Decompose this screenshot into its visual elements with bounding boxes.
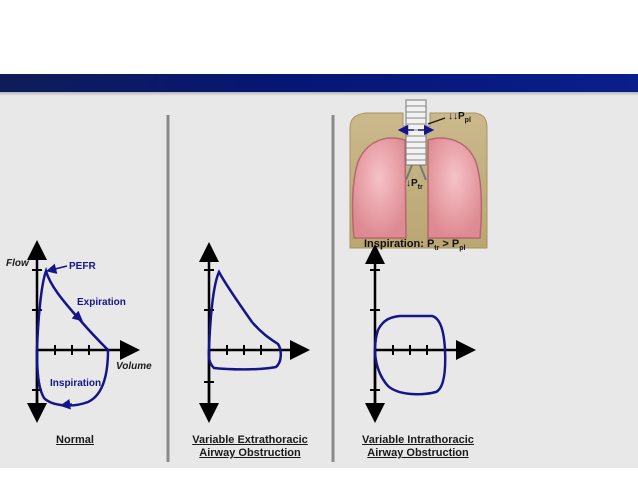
normal-graph xyxy=(27,240,140,423)
pleural-pressure-label: ↓↓Ppl xyxy=(448,111,471,124)
tracheal-pressure-sub: tr xyxy=(417,184,423,191)
pleural-pressure-sub: pl xyxy=(464,117,471,124)
trachea-illustration xyxy=(405,99,427,166)
inspiration-caption-sub2: pl xyxy=(459,245,466,253)
normal-ticks xyxy=(32,269,90,391)
ppl-pointer xyxy=(427,117,446,125)
inspiration-caption-prefix: Inspiration: P xyxy=(364,238,435,250)
pefr-label: PEFR xyxy=(69,261,96,272)
inspiration-label: Inspiration xyxy=(50,378,102,389)
tracheal-pressure-label: ↓Ptr xyxy=(406,178,423,191)
trachea-rings xyxy=(406,105,426,161)
right-lung xyxy=(427,137,483,239)
volume-label: Volume xyxy=(116,361,152,372)
caption-intrathoracic-line1: Variable Intrathoracic xyxy=(362,434,474,446)
bottom-strip xyxy=(0,468,638,478)
intrathoracic-graph xyxy=(365,244,476,423)
content-panel xyxy=(0,96,638,468)
banner-shadow xyxy=(0,92,638,96)
pleural-pressure-prefix: ↓↓P xyxy=(448,111,465,122)
pefr-arrow-icon xyxy=(45,263,68,274)
inspiration-caption-sub1: tr xyxy=(434,245,440,253)
expiration-arrow-icon xyxy=(71,310,83,322)
caption-extrathoracic-line2: Airway Obstruction xyxy=(199,447,301,459)
intra-ticks xyxy=(370,269,428,391)
expiration-label: Expiration xyxy=(77,297,126,308)
extra-loop xyxy=(207,269,282,371)
tracheal-pressure-prefix: ↓P xyxy=(406,178,418,189)
inspiration-caption: Inspiration: Ptr > Ppl xyxy=(364,238,465,252)
inspiration-caption-mid: > P xyxy=(439,238,460,250)
intra-loop xyxy=(373,314,447,396)
caption-intrathoracic-line2: Airway Obstruction xyxy=(367,447,469,459)
flow-label: Flow xyxy=(6,258,29,269)
caption-extrathoracic-line1: Variable Extrathoracic xyxy=(192,434,308,446)
extra-ticks xyxy=(204,269,262,383)
inspiration-arrow-icon xyxy=(59,399,73,410)
header-banner xyxy=(0,74,638,92)
caption-normal: Normal xyxy=(56,434,94,446)
extrathoracic-graph xyxy=(199,242,310,423)
lung-illustration xyxy=(349,99,488,249)
bronchi xyxy=(405,164,427,181)
left-lung xyxy=(351,137,407,239)
